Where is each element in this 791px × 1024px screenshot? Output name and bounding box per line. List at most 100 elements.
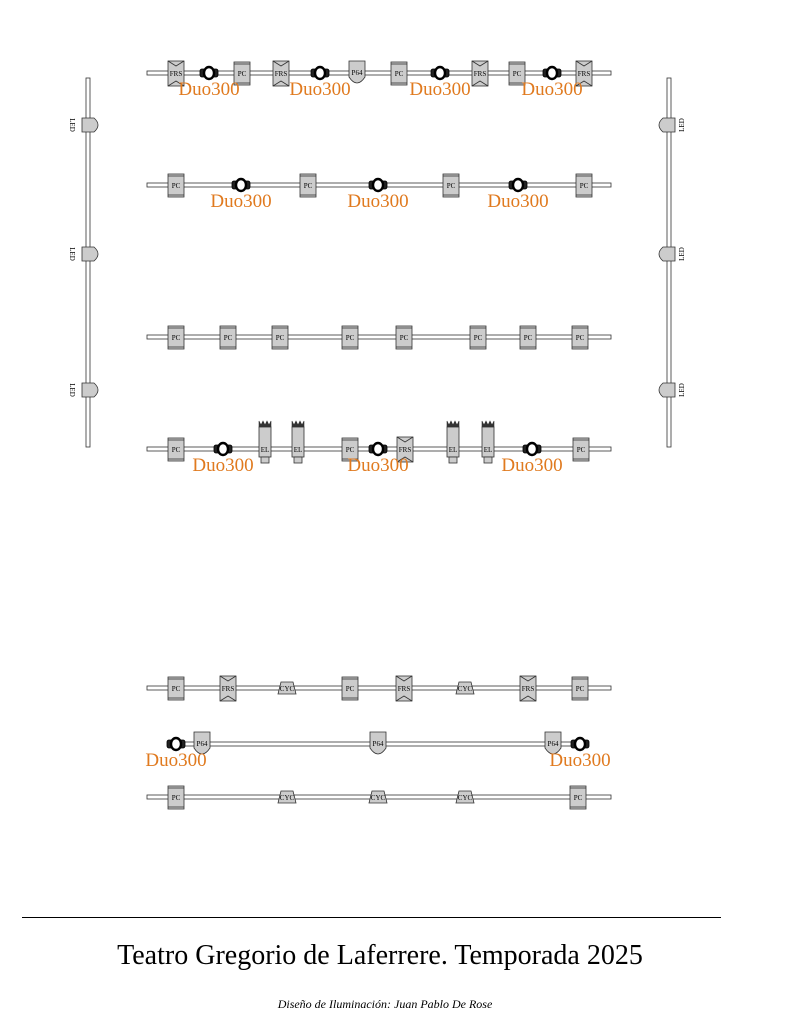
svg-text:PC: PC [400, 334, 409, 342]
fixture-frs[interactable]: FRS [219, 675, 237, 702]
pipe-electric-7: PC CYC CYC CYC PC [146, 785, 612, 810]
fixture-pc[interactable]: PC [575, 173, 593, 198]
fixture-pc[interactable]: PC [571, 676, 589, 701]
fixture-el[interactable]: EL [481, 420, 495, 464]
fixture-pc[interactable]: PC [271, 325, 289, 350]
fixture-duo[interactable] [166, 736, 186, 752]
svg-text:LED: LED [68, 247, 76, 261]
fixture-pc[interactable]: PC [219, 325, 237, 350]
svg-text:P64: P64 [373, 740, 384, 748]
fixture-frs[interactable]: FRS [395, 675, 413, 702]
svg-text:PC: PC [304, 182, 313, 190]
fixture-pc[interactable]: PC [299, 173, 317, 198]
fixture-el[interactable]: EL [291, 420, 305, 464]
fixture-led[interactable]: LED [68, 117, 99, 133]
plan-title: Teatro Gregorio de Laferrere. Temporada … [117, 940, 643, 971]
fixture-el[interactable]: EL [446, 420, 460, 464]
fixture-duo[interactable] [231, 177, 251, 193]
fixture-cyc[interactable]: CYC [368, 790, 388, 804]
svg-text:CYC: CYC [280, 685, 295, 693]
svg-text:PC: PC [172, 334, 181, 342]
fixture-pc[interactable]: PC [233, 61, 251, 86]
fixture-led[interactable]: LED [658, 382, 686, 398]
fixture-p64[interactable]: P64 [369, 731, 387, 755]
duo300-label: Duo300 [178, 79, 239, 100]
svg-text:PC: PC [577, 446, 586, 454]
fixture-cyc[interactable]: CYC [277, 790, 297, 804]
fixture-duo[interactable] [368, 441, 388, 457]
fixture-pc[interactable]: PC [167, 325, 185, 350]
fixture-duo[interactable] [310, 65, 330, 81]
boom-left: LED LED LED [68, 77, 99, 448]
svg-text:FRS: FRS [275, 70, 288, 78]
duo300-label: Duo300 [521, 79, 582, 100]
fixture-duo[interactable] [368, 177, 388, 193]
fixture-duo[interactable] [199, 65, 219, 81]
fixture-pc[interactable]: PC [167, 676, 185, 701]
svg-text:CYC: CYC [280, 794, 295, 802]
svg-text:PC: PC [513, 70, 522, 78]
fixture-pc[interactable]: PC [341, 437, 359, 462]
fixture-duo[interactable] [522, 441, 542, 457]
svg-text:P64: P64 [352, 69, 363, 77]
svg-text:FRS: FRS [399, 446, 412, 454]
svg-text:PC: PC [346, 334, 355, 342]
fixture-pc[interactable]: PC [390, 61, 408, 86]
fixture-p64[interactable]: P64 [348, 60, 366, 84]
svg-text:LED: LED [678, 383, 686, 397]
svg-text:P64: P64 [548, 740, 559, 748]
svg-text:PC: PC [172, 446, 181, 454]
fixture-led[interactable]: LED [68, 246, 99, 262]
svg-text:PC: PC [576, 334, 585, 342]
fixture-frs[interactable]: FRS [471, 60, 489, 87]
boom-bar [666, 77, 672, 448]
boom-right: LED LED LED [658, 77, 686, 448]
duo300-label: Duo300 [549, 750, 610, 771]
svg-text:CYC: CYC [458, 794, 473, 802]
fixture-duo[interactable] [570, 736, 590, 752]
fixture-pc[interactable]: PC [508, 61, 526, 86]
fixture-duo[interactable] [430, 65, 450, 81]
svg-text:PC: PC [172, 794, 181, 802]
svg-text:FRS: FRS [522, 685, 535, 693]
svg-text:FRS: FRS [222, 685, 235, 693]
fixture-pc[interactable]: PC [571, 325, 589, 350]
svg-text:FRS: FRS [170, 70, 183, 78]
fixture-pc[interactable]: PC [167, 785, 185, 810]
fixture-duo[interactable] [213, 441, 233, 457]
fixture-p64[interactable]: P64 [193, 731, 211, 755]
fixture-led[interactable]: LED [68, 382, 99, 398]
fixture-el[interactable]: EL [258, 420, 272, 464]
fixture-p64[interactable]: P64 [544, 731, 562, 755]
fixture-pc[interactable]: PC [167, 173, 185, 198]
fixture-frs[interactable]: FRS [519, 675, 537, 702]
fixture-pc[interactable]: PC [395, 325, 413, 350]
fixture-frs[interactable]: FRS [167, 60, 185, 87]
fixture-pc[interactable]: PC [442, 173, 460, 198]
fixture-cyc[interactable]: CYC [277, 681, 297, 695]
fixture-duo[interactable] [542, 65, 562, 81]
fixture-cyc[interactable]: CYC [455, 681, 475, 695]
fixture-led[interactable]: LED [658, 246, 686, 262]
fixture-pc[interactable]: PC [572, 437, 590, 462]
fixture-frs[interactable]: FRS [575, 60, 593, 87]
fixture-frs[interactable]: FRS [272, 60, 290, 87]
duo300-label: Duo300 [289, 79, 350, 100]
fixture-pc[interactable]: PC [519, 325, 537, 350]
svg-text:PC: PC [172, 182, 181, 190]
fixture-frs[interactable]: FRS [396, 436, 414, 463]
svg-text:CYC: CYC [371, 794, 386, 802]
fixture-pc[interactable]: PC [167, 437, 185, 462]
pipe-electric-3: PC PC PC PC PC PC PC PC [146, 325, 612, 350]
fixture-pc[interactable]: PC [569, 785, 587, 810]
svg-text:LED: LED [68, 383, 76, 397]
fixture-pc[interactable]: PC [341, 676, 359, 701]
fixture-duo[interactable] [508, 177, 528, 193]
fixture-pc[interactable]: PC [469, 325, 487, 350]
fixture-led[interactable]: LED [658, 117, 686, 133]
fixture-cyc[interactable]: CYC [455, 790, 475, 804]
svg-text:CYC: CYC [458, 685, 473, 693]
fixture-pc[interactable]: PC [341, 325, 359, 350]
